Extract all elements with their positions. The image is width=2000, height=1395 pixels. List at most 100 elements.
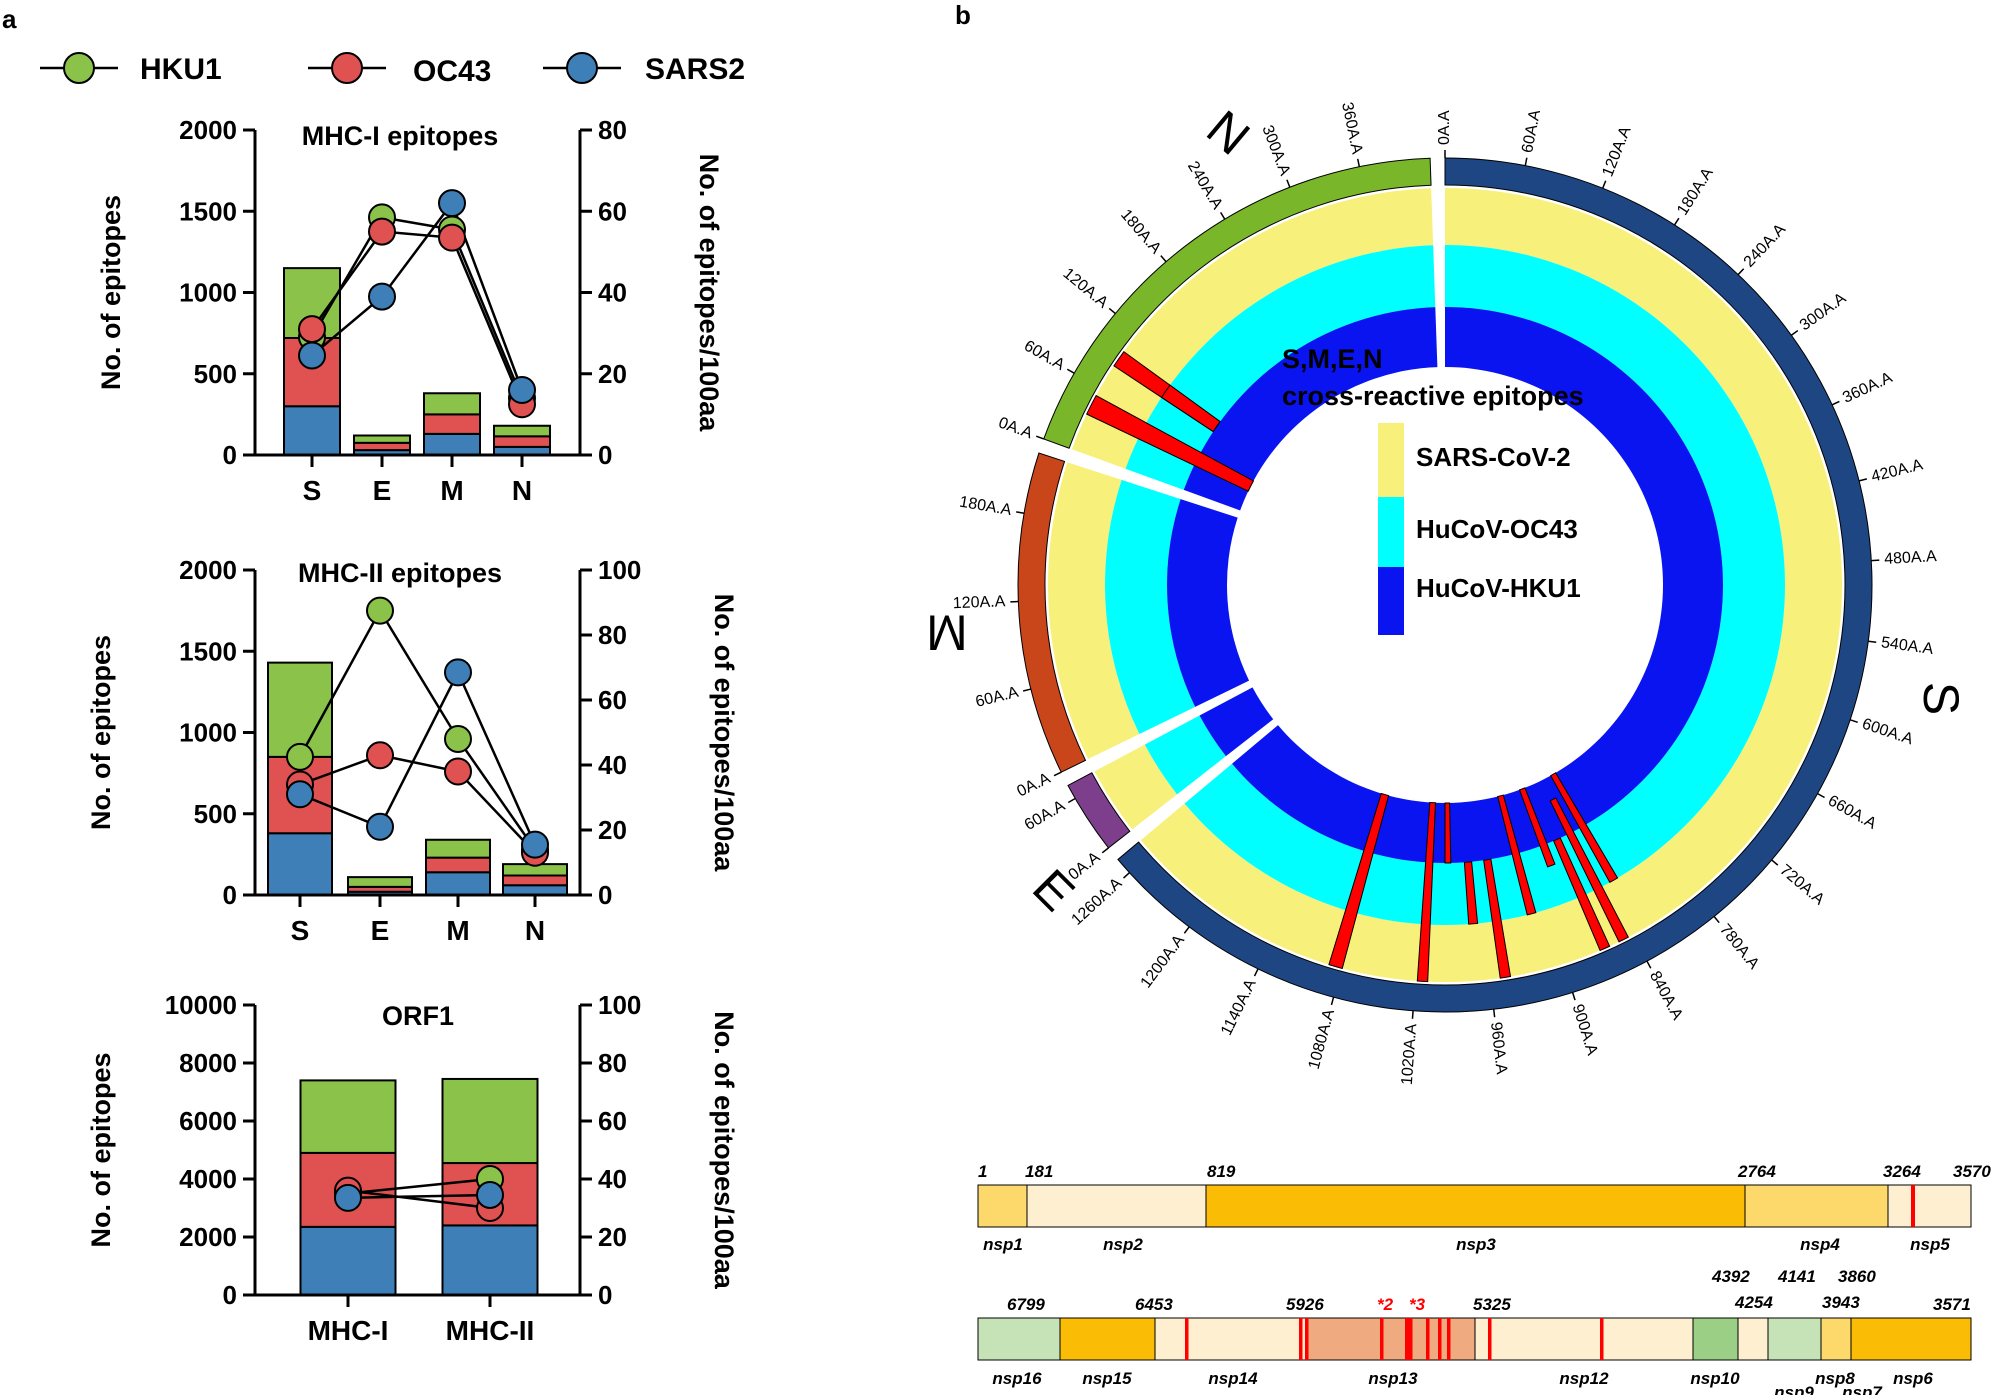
ring-tick-label: 300A.A — [1258, 123, 1293, 178]
ring-tick-mark — [1737, 268, 1745, 276]
circos-legend-swatch-sars — [1378, 423, 1404, 497]
ring-tick-mark — [1101, 847, 1109, 854]
point-oc43-m — [438, 223, 466, 252]
ring-tick-mark — [1022, 688, 1032, 692]
ring-tick-label: 420A.A — [1870, 456, 1925, 485]
map-mark-row2 — [1405, 1318, 1409, 1360]
legend-label-oc43: OC43 — [413, 55, 491, 88]
y2-tick-label: 80 — [598, 115, 627, 145]
y-tick-label: 1500 — [179, 196, 237, 226]
line-sars2 — [347, 1193, 491, 1200]
ring-tick-label: 360A.A — [1840, 369, 1895, 407]
y2-tick-label: 0 — [598, 440, 612, 470]
ring-tick-label: 780A.A — [1716, 921, 1762, 973]
map-number-row1: 3264 — [1883, 1162, 1921, 1181]
ring-tick-mark — [1035, 435, 1045, 440]
ring-hku1-N — [1183, 307, 1438, 511]
map-mark-row1 — [1911, 1185, 1915, 1227]
y-tick-label: 500 — [194, 359, 237, 389]
map-block-row2 — [1154, 1317, 1308, 1361]
map-mark-row2 — [1600, 1318, 1604, 1360]
circos-legend-label-sars: SARS-CoV-2 — [1416, 442, 1571, 472]
cross-reactive-mark — [1497, 794, 1537, 916]
map-block-row1 — [1026, 1184, 1207, 1228]
ring-tick-label: 60A.A — [1022, 797, 1069, 834]
map-label-row2: nsp15 — [1082, 1369, 1132, 1388]
ring-tick-mark — [1646, 960, 1652, 969]
map-block-row2 — [1850, 1317, 1972, 1361]
point-sars2-n — [521, 830, 549, 859]
ring-tick-label: 900A.A — [1569, 1002, 1601, 1057]
point-sars2-s — [298, 341, 326, 370]
map-number-row2: *3 — [1409, 1295, 1426, 1314]
ring-tick-label: 60A.A — [1021, 337, 1068, 374]
map-mark-row2 — [1407, 1318, 1411, 1360]
ring-sars-S — [1140, 188, 1843, 983]
segment-band-N — [1043, 157, 1432, 449]
y2-tick-label: 0 — [598, 880, 612, 910]
x-tick-label: E — [371, 915, 390, 946]
ring-tick-label: 480A.A — [1884, 548, 1938, 568]
cross-reactive-mark — [1463, 861, 1479, 925]
ring-hku1-M — [1167, 499, 1250, 707]
legend-item-oc43: OC43 — [308, 52, 491, 88]
ring-tick-label: 180A.A — [1674, 165, 1717, 219]
ring-tick-label: 540A.A — [1880, 634, 1935, 658]
segment-band-M — [1017, 452, 1087, 773]
ring-tick-mark — [1183, 926, 1190, 934]
map-mark-row2 — [1488, 1318, 1492, 1360]
legend-label-hku1: HKU1 — [140, 53, 222, 86]
ring-tick-mark — [1790, 329, 1799, 336]
ring-tick-mark — [1411, 1010, 1414, 1019]
map-number-row1: 1 — [978, 1162, 987, 1181]
y-tick-label: 0 — [223, 440, 237, 470]
bar-hku1-mhc-ii — [441, 1077, 539, 1165]
point-oc43-e — [368, 217, 396, 246]
x-tick-label: N — [525, 915, 545, 946]
cross-reactive-mark — [1416, 801, 1437, 983]
map-label-row1: nsp2 — [1103, 1235, 1143, 1254]
map-label-row1: nsp3 — [1456, 1235, 1496, 1254]
y-tick-label: 10000 — [165, 990, 237, 1020]
point-hku1-e — [366, 596, 394, 625]
map-number-row2: 3571 — [1933, 1295, 1971, 1314]
map-label-row2: nsp6 — [1893, 1369, 1933, 1388]
cross-reactive-mark — [1328, 792, 1390, 970]
ring-oc43-E — [1144, 715, 1226, 795]
y-axis-title: No. of epitopes — [86, 1053, 116, 1248]
ring-tick-label: 60A.A — [974, 684, 1021, 711]
ring-tick-mark — [1602, 180, 1607, 189]
bar-oc43-m — [423, 413, 481, 435]
y-tick-label: 2000 — [179, 115, 237, 145]
ring-tick-label: 120A.A — [1599, 124, 1634, 179]
y2-tick-label: 60 — [598, 196, 627, 226]
ring-sars-M — [1048, 462, 1140, 760]
ring-sars-E — [1094, 744, 1178, 830]
point-oc43-m — [444, 757, 472, 786]
point-sars2-e — [368, 282, 396, 311]
line-hku1 — [298, 608, 537, 851]
x-tick-label: MHC-II — [446, 1315, 535, 1346]
map-label-row2: nsp10 — [1690, 1369, 1740, 1388]
ring-tick-mark — [1053, 771, 1062, 777]
ring-tick-mark — [1849, 719, 1858, 724]
panel-letter-a: a — [2, 4, 17, 34]
y2-tick-label: 40 — [598, 1164, 627, 1194]
y-tick-label: 1000 — [179, 718, 237, 748]
ring-tick-label: 180A.A — [1117, 206, 1164, 257]
segment-band-S — [1117, 157, 1873, 1013]
ring-tick-label: 0A.A — [1015, 770, 1054, 801]
line-hku1 — [310, 215, 524, 399]
map-label-row1: nsp4 — [1800, 1235, 1840, 1254]
map-number-row2: *2 — [1377, 1295, 1394, 1314]
ring-tick-label: 300A.A — [1797, 290, 1850, 335]
bar-hku1-s — [267, 661, 333, 758]
map-label-row1: nsp5 — [1910, 1235, 1950, 1254]
map-mark-row2 — [1409, 1318, 1413, 1360]
circos-legend-label-hku1: HuCoV-HKU1 — [1416, 573, 1581, 603]
map-number-row2: 6799 — [1007, 1295, 1045, 1314]
line-sars2 — [311, 200, 524, 391]
map-number-row2: 5926 — [1286, 1295, 1324, 1314]
ring-tick-label: 240A.A — [1741, 221, 1790, 271]
